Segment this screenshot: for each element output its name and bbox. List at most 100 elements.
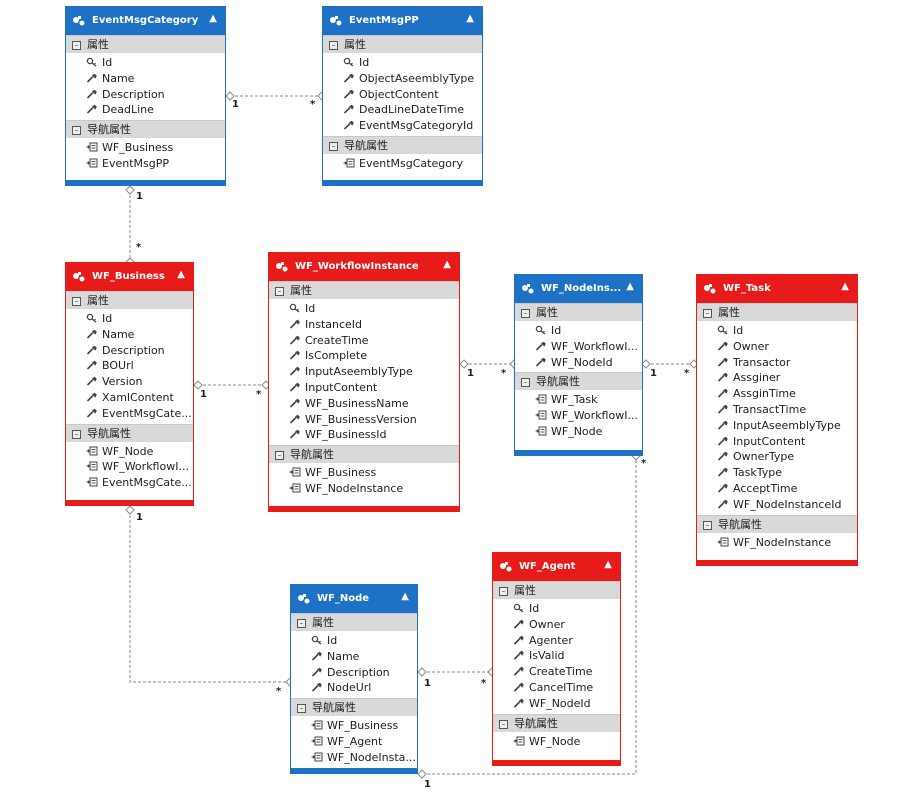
property-row[interactable]: InputAseemblyType	[697, 418, 857, 434]
property-row[interactable]: Description	[66, 343, 193, 359]
properties-section-header[interactable]: –属性	[66, 35, 225, 53]
property-row[interactable]: AcceptTime	[697, 481, 857, 497]
navigation-section-header[interactable]: –导航属性	[493, 713, 620, 732]
collapse-caret-icon[interactable]: ▲	[604, 559, 612, 570]
navigation-row[interactable]: EventMsgCate...	[66, 475, 193, 491]
navigation-section-header[interactable]: –导航属性	[291, 698, 417, 717]
property-row[interactable]: ObjectAseemblyType	[323, 71, 482, 87]
property-row[interactable]: DeadLineDateTime	[323, 102, 482, 118]
collapse-minus-icon[interactable]: –	[72, 126, 81, 136]
properties-section-header[interactable]: –属性	[66, 291, 193, 309]
entity-header[interactable]: WF_Agent▲	[493, 553, 620, 581]
collapse-minus-icon[interactable]: –	[329, 141, 338, 151]
collapse-minus-icon[interactable]: –	[72, 429, 81, 439]
collapse-caret-icon[interactable]: ▲	[209, 13, 217, 24]
collapse-minus-icon[interactable]: –	[703, 520, 712, 530]
property-row[interactable]: NodeUrl	[291, 680, 417, 696]
navigation-section-header[interactable]: –导航属性	[515, 372, 642, 391]
entity-header[interactable]: WF_WorkflowInstance▲	[269, 253, 459, 281]
collapse-caret-icon[interactable]: ▲	[841, 281, 849, 292]
property-row[interactable]: XamlContent	[66, 390, 193, 406]
property-row[interactable]: WF_WorkflowI...	[515, 339, 642, 355]
property-row[interactable]: Agenter	[493, 633, 620, 649]
collapse-caret-icon[interactable]: ▲	[401, 591, 409, 602]
property-row[interactable]: Owner	[493, 617, 620, 633]
collapse-minus-icon[interactable]: –	[72, 41, 81, 50]
property-row[interactable]: Id	[269, 301, 459, 317]
collapse-minus-icon[interactable]: –	[521, 309, 530, 318]
property-row[interactable]: WF_NodeId	[493, 696, 620, 712]
navigation-row[interactable]: WF_Task	[515, 392, 642, 408]
property-row[interactable]: InputContent	[269, 380, 459, 396]
properties-section-header[interactable]: –属性	[493, 581, 620, 599]
collapse-minus-icon[interactable]: –	[703, 309, 712, 318]
property-row[interactable]: WF_NodeId	[515, 355, 642, 371]
collapse-minus-icon[interactable]: –	[72, 297, 81, 306]
navigation-row[interactable]: EventMsgPP	[66, 156, 225, 172]
property-row[interactable]: IsValid	[493, 648, 620, 664]
property-row[interactable]: TransactTime	[697, 402, 857, 418]
collapse-minus-icon[interactable]: –	[275, 451, 284, 461]
property-row[interactable]: Id	[493, 601, 620, 617]
property-row[interactable]: CreateTime	[493, 664, 620, 680]
property-row[interactable]: Id	[515, 323, 642, 339]
collapse-minus-icon[interactable]: –	[499, 719, 508, 729]
navigation-section-header[interactable]: –导航属性	[66, 120, 225, 139]
property-row[interactable]: Name	[291, 649, 417, 665]
property-row[interactable]: TaskType	[697, 465, 857, 481]
property-row[interactable]: WF_BusinessId	[269, 427, 459, 443]
properties-section-header[interactable]: –属性	[269, 281, 459, 299]
property-row[interactable]: DeadLine	[66, 102, 225, 118]
navigation-row[interactable]: WF_Node	[515, 424, 642, 440]
property-row[interactable]: WF_BusinessName	[269, 396, 459, 412]
navigation-row[interactable]: WF_Business	[66, 140, 225, 156]
property-row[interactable]: Name	[66, 71, 225, 87]
property-row[interactable]: EventMsgCategoryId	[323, 118, 482, 134]
property-row[interactable]: WF_NodeInstanceId	[697, 497, 857, 513]
property-row[interactable]: IsComplete	[269, 348, 459, 364]
property-row[interactable]: AssginTime	[697, 386, 857, 402]
navigation-row[interactable]: WF_NodeInstance	[269, 481, 459, 497]
properties-section-header[interactable]: –属性	[323, 35, 482, 53]
property-row[interactable]: Id	[66, 55, 225, 71]
navigation-row[interactable]: WF_WorkflowI...	[66, 459, 193, 475]
entity-header[interactable]: WF_Task▲	[697, 275, 857, 303]
collapse-minus-icon[interactable]: –	[297, 704, 306, 714]
properties-section-header[interactable]: –属性	[697, 303, 857, 321]
property-row[interactable]: Version	[66, 374, 193, 390]
navigation-row[interactable]: WF_Business	[269, 465, 459, 481]
collapse-caret-icon[interactable]: ▲	[177, 269, 185, 280]
entity-header[interactable]: WF_Node▲	[291, 585, 417, 613]
property-row[interactable]: WF_BusinessVersion	[269, 412, 459, 428]
navigation-row[interactable]: WF_Agent	[291, 734, 417, 750]
collapse-caret-icon[interactable]: ▲	[443, 259, 451, 270]
property-row[interactable]: Assginer	[697, 370, 857, 386]
property-row[interactable]: EventMsgCate...	[66, 406, 193, 422]
navigation-row[interactable]: WF_NodeInstance	[697, 535, 857, 551]
collapse-minus-icon[interactable]: –	[521, 378, 530, 388]
collapse-minus-icon[interactable]: –	[297, 619, 306, 628]
property-row[interactable]: CancelTime	[493, 680, 620, 696]
property-row[interactable]: Name	[66, 327, 193, 343]
properties-section-header[interactable]: –属性	[515, 303, 642, 321]
property-row[interactable]: Owner	[697, 339, 857, 355]
entity-header[interactable]: WF_NodeIns...▲	[515, 275, 642, 303]
property-row[interactable]: Description	[291, 665, 417, 681]
property-row[interactable]: Id	[323, 55, 482, 71]
navigation-section-header[interactable]: –导航属性	[323, 135, 482, 154]
property-row[interactable]: Description	[66, 87, 225, 103]
navigation-section-header[interactable]: –导航属性	[697, 514, 857, 533]
navigation-row[interactable]: WF_WorkflowI...	[515, 408, 642, 424]
collapse-caret-icon[interactable]: ▲	[466, 13, 474, 24]
property-row[interactable]: Id	[697, 323, 857, 339]
collapse-caret-icon[interactable]: ▲	[626, 281, 634, 292]
entity-header[interactable]: EventMsgCategory▲	[66, 7, 225, 35]
property-row[interactable]: InstanceId	[269, 317, 459, 333]
